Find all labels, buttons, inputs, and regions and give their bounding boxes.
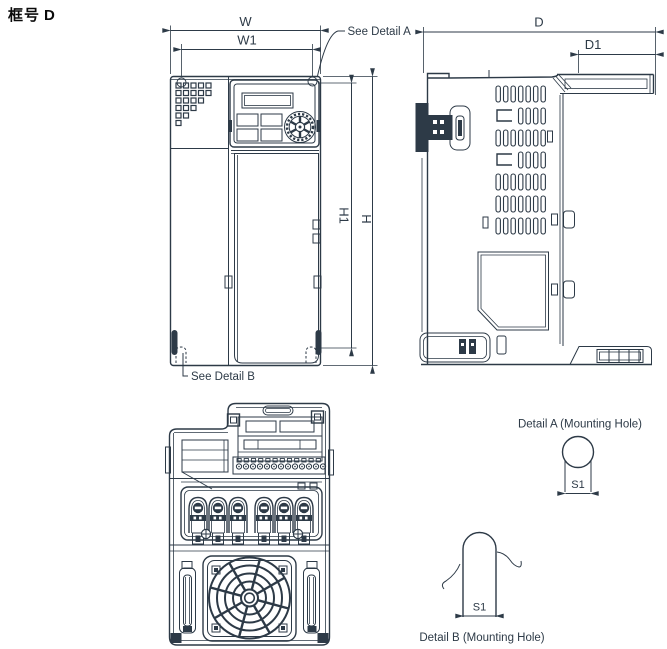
fan-section bbox=[170, 555, 329, 643]
dim-label-h: H bbox=[359, 214, 374, 223]
bottom-notch-left bbox=[175, 346, 187, 363]
detail-a: Detail A (Mounting Hole) S1 bbox=[518, 419, 642, 496]
detail-b-title: Detail B (Mounting Hole) bbox=[419, 632, 544, 644]
terminal-screws bbox=[235, 458, 327, 470]
dim-label-d1: D1 bbox=[585, 37, 602, 52]
detail-a-leader bbox=[317, 30, 345, 77]
detail-b-slot bbox=[462, 531, 497, 617]
frame-value: D bbox=[44, 7, 56, 24]
keypad-panel bbox=[228, 79, 320, 148]
front-view bbox=[169, 75, 322, 367]
frame-label: 框号 bbox=[8, 7, 41, 24]
power-terminal-block bbox=[180, 486, 323, 541]
detail-a-hole bbox=[561, 435, 595, 469]
bottom-grille bbox=[596, 349, 644, 363]
dim-label-h1: H1 bbox=[337, 207, 352, 224]
keypad-button bbox=[236, 113, 259, 127]
mounting-hole-top-left bbox=[176, 77, 187, 88]
dim-label-w: W bbox=[239, 14, 252, 29]
detail-b: S1 Detail B (Mounting Hole) bbox=[419, 531, 545, 644]
dim-label-w1: W1 bbox=[237, 33, 257, 48]
dim-label-s1-a: S1 bbox=[571, 479, 584, 491]
dim-label-d: D bbox=[534, 15, 543, 30]
jog-dial bbox=[285, 112, 315, 142]
dim-label-s1-b: S1 bbox=[473, 602, 486, 614]
callout-see-detail-a: See Detail A bbox=[348, 26, 412, 38]
front-view-dimensions: W W1 See Detail A H1 H See Detail B bbox=[162, 14, 412, 383]
fan-grille bbox=[208, 556, 291, 640]
keypad-button bbox=[236, 128, 259, 142]
detail-b-leader bbox=[182, 353, 188, 377]
side-view bbox=[415, 70, 655, 366]
bottom-notch-right bbox=[305, 346, 317, 363]
keypad-button bbox=[260, 128, 283, 142]
terminal-plus-screws bbox=[200, 528, 304, 540]
side-connector bbox=[415, 103, 471, 152]
callout-see-detail-b: See Detail B bbox=[191, 371, 255, 383]
vent-grid bbox=[175, 82, 212, 127]
detail-a-title: Detail A (Mounting Hole) bbox=[518, 419, 642, 431]
side-view-dimensions: D D1 bbox=[415, 15, 664, 95]
bottom-view bbox=[165, 402, 334, 646]
side-vents bbox=[495, 85, 546, 235]
mounting-hole-top-right bbox=[307, 76, 318, 87]
keypad-button bbox=[260, 113, 283, 127]
keypad-display bbox=[241, 92, 294, 109]
